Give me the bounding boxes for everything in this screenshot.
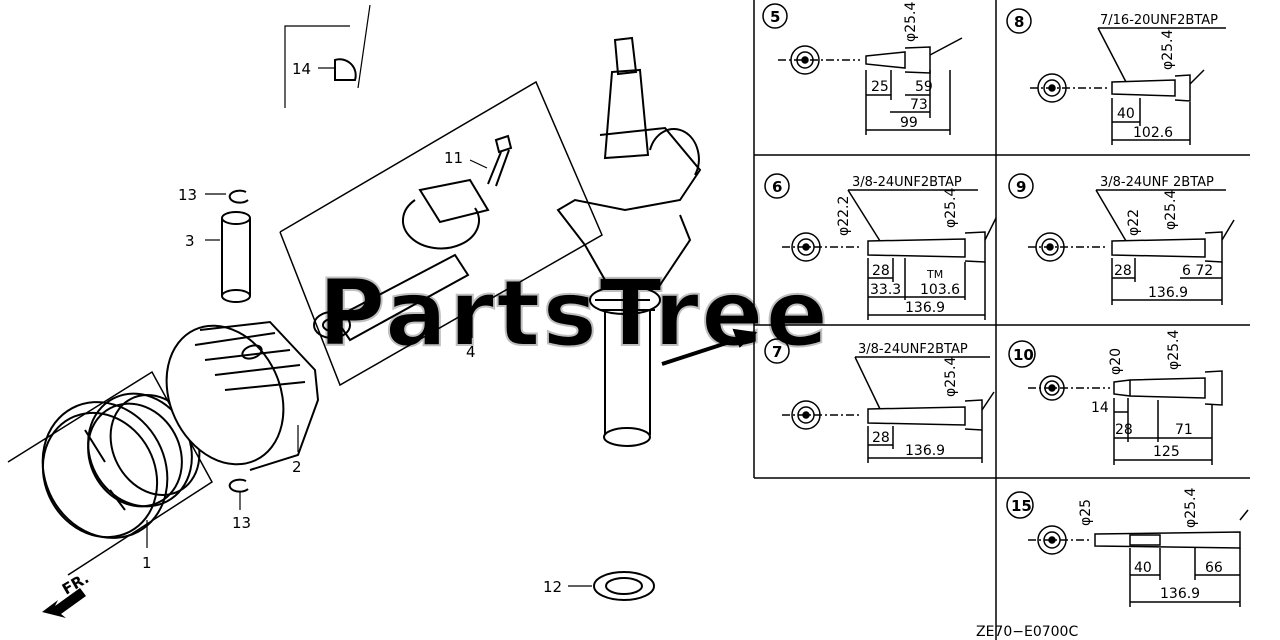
variant-7-dim-1: 28 <box>872 430 890 446</box>
variant-7-dim-2: 136.9 <box>905 443 945 459</box>
connecting-rod-bolt[interactable] <box>487 134 513 187</box>
variant-6-tap: 3/8-24UNF2BTAP <box>852 175 962 190</box>
variant-10-dim-2: 14 <box>1091 400 1109 416</box>
variant-box-15[interactable] <box>1006 491 1249 607</box>
variant-box-5[interactable] <box>762 3 963 135</box>
variant-15-dim-0: φ25 <box>1078 499 1094 526</box>
variant-15-dim-4: 136.9 <box>1160 586 1200 602</box>
callout-2[interactable]: 2 <box>292 458 302 476</box>
watermark: PartsTree <box>318 260 830 367</box>
variant-6-label: 6 <box>772 178 782 196</box>
variant-9-dim-4: 136.9 <box>1148 285 1188 301</box>
variant-15-label: 15 <box>1011 497 1032 515</box>
variant-8-label: 8 <box>1014 13 1024 31</box>
thrust-washer[interactable] <box>593 571 655 601</box>
variant-10-label: 10 <box>1013 346 1034 364</box>
variant-7-label: 7 <box>772 343 782 361</box>
variant-10-dim-3: 28 <box>1115 422 1133 438</box>
callout-13-upper[interactable]: 13 <box>178 186 197 204</box>
variant-9-tap: 3/8-24UNF 2BTAP <box>1100 175 1214 190</box>
leader-lines <box>146 67 592 587</box>
variant-grid-lines <box>753 0 1250 640</box>
variant-10-dim-0: φ20 <box>1108 348 1124 375</box>
variant-box-10[interactable] <box>1008 340 1223 465</box>
variant-15-dim-3: 66 <box>1205 560 1223 576</box>
variant-box-6[interactable] <box>764 173 997 320</box>
direction-label: FR. <box>59 569 92 598</box>
variant-5-dim-4: 99 <box>900 115 918 131</box>
pointer-arrow <box>661 328 758 366</box>
crankshaft[interactable] <box>556 36 702 447</box>
callout-12[interactable]: 12 <box>543 578 562 596</box>
piston-pin-clip-lower[interactable] <box>228 478 249 493</box>
variant-9-dim-0: φ22 <box>1126 209 1142 236</box>
callout-3[interactable]: 3 <box>185 232 195 250</box>
front-direction-arrow <box>42 588 86 618</box>
diagram-code: ZE70−E0700C <box>976 624 1078 640</box>
variant-9-dim-2: 28 <box>1114 263 1132 279</box>
callout-11[interactable]: 11 <box>444 149 463 167</box>
variant-6-dim-0: φ22.2 <box>836 196 852 236</box>
variant-5-dim-2: 59 <box>915 79 933 95</box>
variant-9-dim-1: φ25.4 <box>1163 190 1179 231</box>
variant-6-dim-5: 136.9 <box>905 300 945 316</box>
variant-6-dim-2: 28 <box>872 263 890 279</box>
callout-14[interactable]: 14 <box>292 60 311 78</box>
callout-1[interactable]: 1 <box>142 554 152 572</box>
variant-10-dim-1: φ25.4 <box>1166 330 1182 371</box>
callout-13-lower[interactable]: 13 <box>232 514 251 532</box>
variant-8-dim-2: 102.6 <box>1133 125 1173 141</box>
variant-10-dim-5: 125 <box>1153 444 1180 460</box>
variant-box-8[interactable] <box>1006 8 1226 145</box>
variant-6-dim-4: 103.6 <box>920 282 960 298</box>
variant-9-dim-3: 6 72 <box>1182 263 1213 279</box>
variant-6-dim-3: 33.3 <box>870 282 901 298</box>
piston-pin[interactable] <box>221 211 251 303</box>
piston[interactable] <box>145 307 320 484</box>
watermark-trademark: TM <box>926 268 943 281</box>
variant-5-label: 5 <box>770 8 780 26</box>
variant-7-dim-0: φ25.4 <box>943 357 959 398</box>
variant-8-dim-0: φ25.4 <box>1160 30 1176 71</box>
variant-6-dim-1: φ25.4 <box>943 188 959 229</box>
woodruff-key[interactable] <box>284 4 371 108</box>
variant-5-dim-3: 73 <box>910 97 928 113</box>
variant-9-label: 9 <box>1016 178 1026 196</box>
variant-15-dim-1: φ25.4 <box>1183 488 1199 529</box>
callout-4[interactable]: 4 <box>466 343 476 361</box>
variant-box-7[interactable] <box>764 338 995 463</box>
connecting-rod[interactable] <box>279 80 603 387</box>
variant-10-dim-4: 71 <box>1175 422 1193 438</box>
variant-5-dim-0: φ25.4 <box>903 2 919 43</box>
variant-7-tap: 3/8-24UNF2BTAP <box>858 342 968 357</box>
variant-5-dim-1: 25 <box>871 79 889 95</box>
variant-8-tap: 7/16-20UNF2BTAP <box>1100 13 1218 28</box>
variant-8-dim-1: 40 <box>1117 106 1135 122</box>
piston-pin-clip-upper[interactable] <box>228 189 249 204</box>
variant-15-dim-2: 40 <box>1134 560 1152 576</box>
variant-box-9[interactable] <box>1008 173 1235 305</box>
